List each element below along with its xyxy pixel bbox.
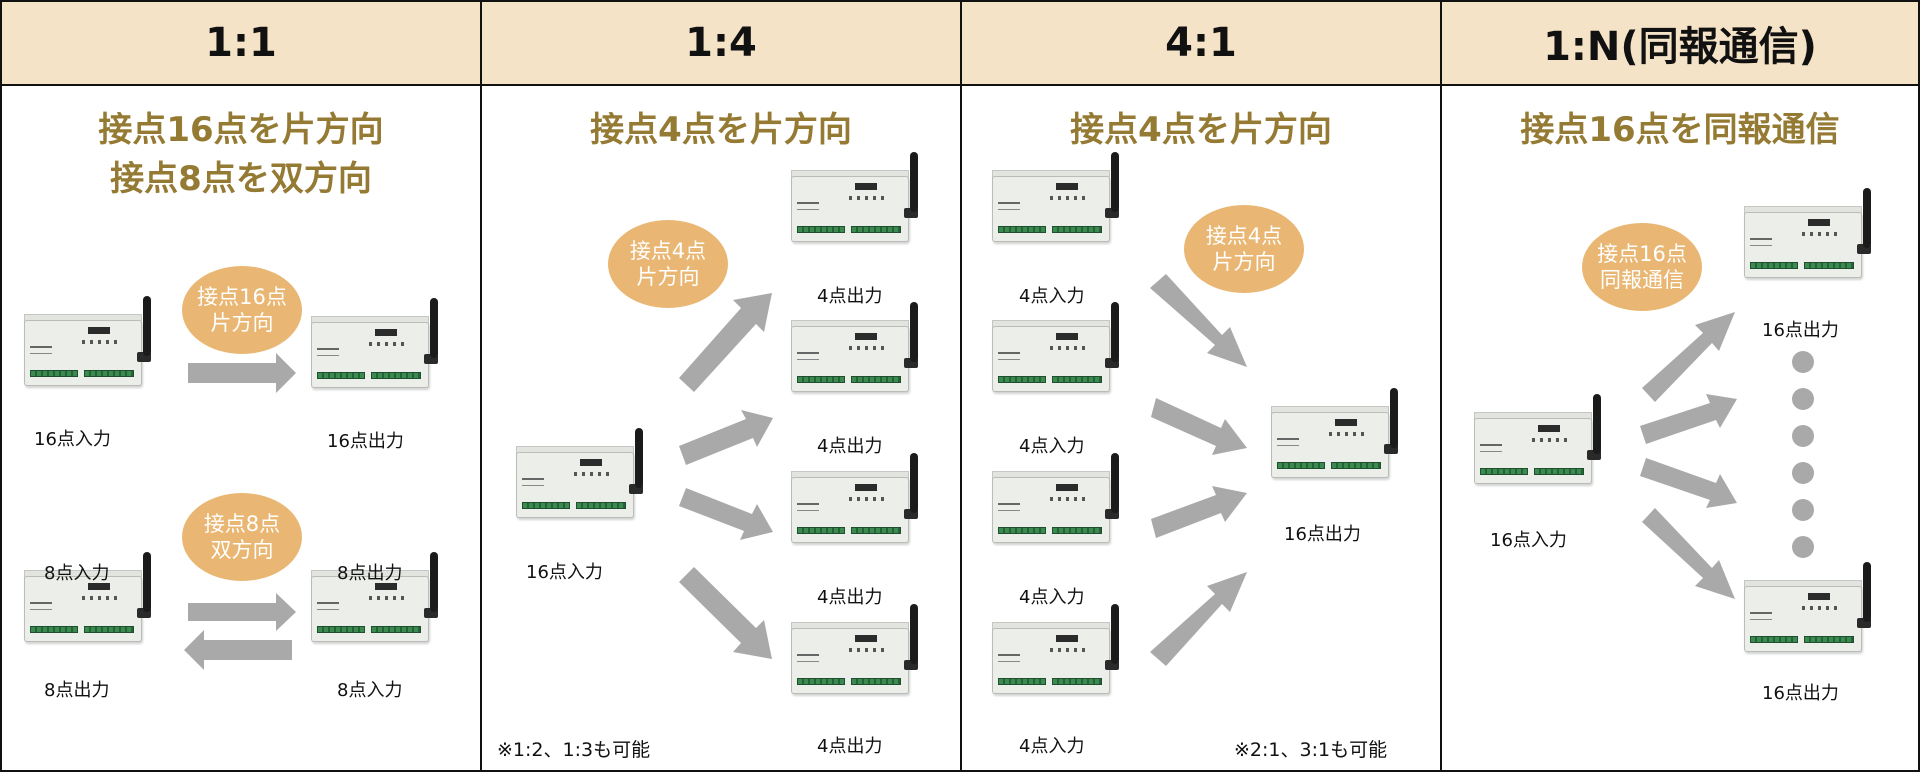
device-label: 4点出力: [817, 436, 883, 457]
bubble-line: 片方向: [210, 311, 274, 335]
bubble-line: 片方向: [1212, 250, 1276, 274]
device-label: 4点入力: [1019, 436, 1085, 457]
device-label: 16点入力: [1490, 530, 1567, 551]
bubble-line: 接点16点: [197, 285, 287, 309]
panel-title: 1:4: [482, 2, 960, 86]
device-label: 16点出力: [1762, 320, 1839, 341]
panel-1-to-n-broadcast: 1:N(同報通信) 接点16点を同報通信 接点16点 同報通信 16点出力 16…: [1440, 0, 1920, 772]
device-label: 4点入力: [1019, 286, 1085, 307]
device-icon: [789, 152, 927, 244]
device-icon: [789, 604, 927, 696]
bubble-line: 接点4点: [629, 239, 707, 263]
panel-heading-line-1: 接点16点を同報通信: [1520, 110, 1840, 150]
device-label: 16点出力: [1762, 683, 1839, 704]
device-icon: [789, 453, 927, 545]
device-label: 8点出力: [337, 563, 403, 584]
bubble-4pt-oneway: 接点4点 片方向: [1184, 205, 1304, 293]
bubble-4pt-oneway: 接点4点 片方向: [608, 220, 728, 308]
device-label: 4点出力: [817, 286, 883, 307]
bubble-8pt-bidirectional: 接点8点 双方向: [182, 493, 302, 581]
device-label: 16点出力: [1284, 524, 1361, 545]
device-icon: [990, 604, 1128, 696]
bubble-16pt-oneway: 接点16点 片方向: [182, 266, 302, 354]
device-label: 8点入力: [44, 563, 110, 584]
device-label: 8点入力: [337, 680, 403, 701]
device-label: 4点入力: [1019, 587, 1085, 608]
panel-heading-line-1: 接点16点を片方向: [98, 110, 384, 150]
device-icon: [514, 428, 652, 520]
device-icon: [1472, 394, 1610, 486]
panel-title: 4:1: [962, 2, 1440, 86]
device-icon: [1742, 188, 1880, 280]
panel-1-to-1: 1:1 接点16点を片方向 接点8点を双方向 接点16点 片方向 接点8点 双方…: [0, 0, 480, 772]
device-icon: [990, 152, 1128, 244]
bubble-16pt-broadcast: 接点16点 同報通信: [1582, 223, 1702, 311]
bubble-line: 接点4点: [1205, 224, 1283, 248]
device-icon: [1742, 562, 1880, 654]
device-icon: [990, 302, 1128, 394]
panel-heading-line-1: 接点4点を片方向: [1070, 110, 1332, 150]
panel-heading-line-1: 接点4点を片方向: [590, 110, 852, 150]
panel-1-to-4: 1:4 接点4点を片方向 接点4点 片方向 4点出力 4点出力 4点出力 4点出…: [480, 0, 960, 772]
bubble-line: 接点16点: [1597, 242, 1687, 266]
panel-4-to-1: 4:1 接点4点を片方向 接点4点 片方向 4点入力 4点入力 4点入力 4点入…: [960, 0, 1440, 772]
device-icon: [309, 298, 447, 390]
device-label: 4点出力: [817, 587, 883, 608]
device-label: 16点入力: [34, 429, 111, 450]
device-label: 16点入力: [526, 562, 603, 583]
bubble-line: 双方向: [210, 538, 274, 562]
bubble-line: 接点8点: [203, 512, 281, 536]
device-icon: [789, 302, 927, 394]
bubble-line: 片方向: [636, 265, 700, 289]
device-icon: [1269, 388, 1407, 480]
device-icon: [990, 453, 1128, 545]
device-icon: [22, 296, 160, 388]
device-icon: [309, 552, 447, 644]
device-label: 4点出力: [817, 736, 883, 757]
note: ※1:2、1:3も可能: [497, 739, 651, 761]
device-icon: [22, 552, 160, 644]
device-label: 16点出力: [327, 431, 404, 452]
bubble-line: 同報通信: [1600, 268, 1684, 292]
note: ※2:1、3:1も可能: [1234, 739, 1388, 761]
device-label: 8点出力: [44, 680, 110, 701]
panel-title: 1:N(同報通信): [1442, 2, 1918, 86]
panel-title: 1:1: [2, 2, 480, 86]
panel-heading-line-2: 接点8点を双方向: [110, 159, 372, 199]
device-label: 4点入力: [1019, 736, 1085, 757]
